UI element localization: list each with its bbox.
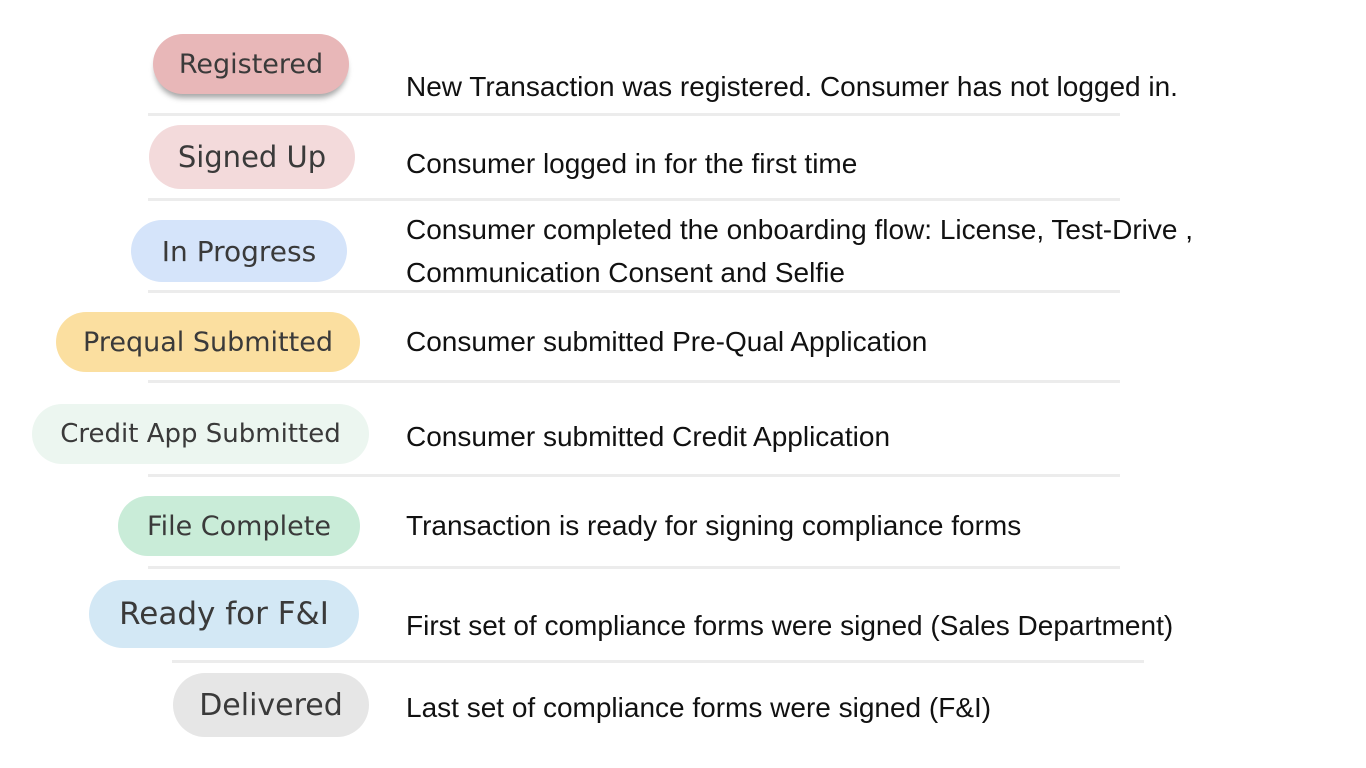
status-pill-registered: Registered (153, 34, 349, 94)
status-description-registered: New Transaction was registered. Consumer… (406, 71, 1178, 102)
status-description-in-progress-line-1: Consumer completed the onboarding flow: … (406, 214, 1193, 245)
status-pill-label: Ready for F&I (119, 596, 329, 632)
row-divider (148, 113, 1120, 116)
row-divider (148, 290, 1120, 293)
status-description-ready-for-fi: First set of compliance forms were signe… (406, 610, 1174, 641)
status-pill-prequal-submitted: Prequal Submitted (56, 312, 360, 372)
status-description-in-progress-line-2: Communication Consent and Selfie (406, 257, 845, 288)
status-description-file-complete: Transaction is ready for signing complia… (406, 510, 1022, 541)
status-description-delivered: Last set of compliance forms were signed… (406, 692, 992, 723)
status-pill-file-complete: File Complete (118, 496, 360, 556)
status-pill-signed-up: Signed Up (149, 125, 355, 189)
status-pill-label: In Progress (161, 234, 317, 268)
status-pill-label: Credit App Submitted (60, 419, 341, 449)
status-pill-label: Prequal Submitted (83, 326, 333, 358)
status-description-signed-up: Consumer logged in for the first time (406, 148, 858, 179)
row-divider (148, 380, 1120, 383)
status-pill-credit-app-submitted: Credit App Submitted (32, 404, 369, 464)
status-pill-label: File Complete (147, 510, 331, 542)
status-description-prequal-submitted: Consumer submitted Pre-Qual Application (406, 326, 928, 357)
row-divider (172, 660, 1144, 663)
row-divider (148, 566, 1120, 569)
status-pill-label: Signed Up (177, 140, 327, 174)
status-pill-delivered: Delivered (173, 673, 369, 737)
status-pill-in-progress: In Progress (131, 220, 347, 282)
row-divider (148, 198, 1120, 201)
status-pill-ready-for-fi: Ready for F&I (89, 580, 359, 648)
status-pill-label: Delivered (199, 687, 343, 723)
status-pill-label: Registered (178, 48, 324, 80)
status-description-credit-app-submitted: Consumer submitted Credit Application (406, 421, 891, 452)
row-divider (148, 474, 1120, 477)
